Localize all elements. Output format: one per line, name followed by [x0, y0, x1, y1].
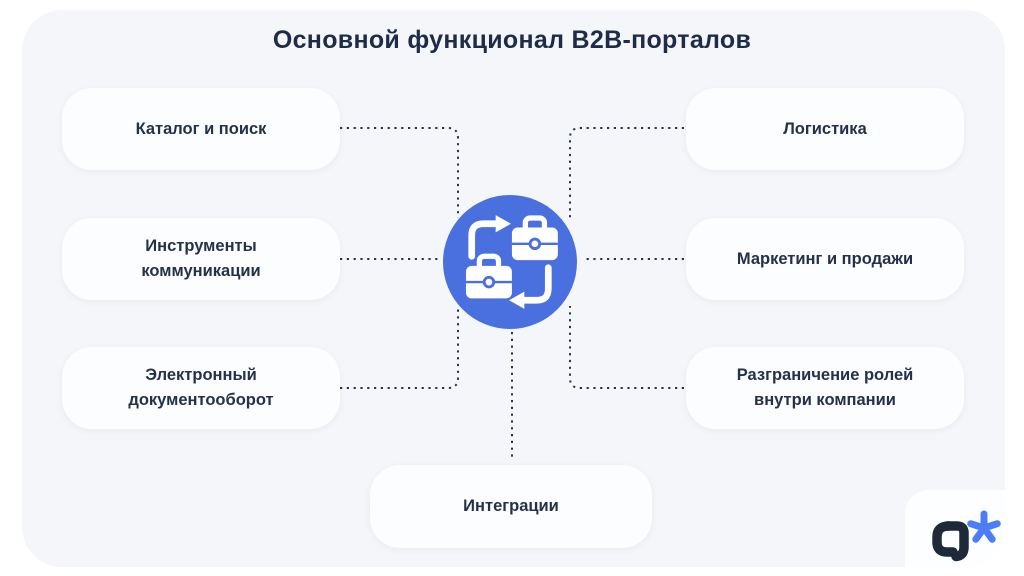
- card-e-document-flow: Электронный документооборот: [62, 347, 340, 429]
- card-label: Каталог и поиск: [135, 119, 267, 138]
- brand-a-glyph: [932, 521, 969, 562]
- card-label: Электронный документооборот: [128, 366, 274, 409]
- briefcase-exchange-icon: [465, 215, 558, 309]
- card-logistics: Логистика: [686, 88, 964, 170]
- card-label: Маркетинг и продажи: [736, 249, 914, 268]
- card-label: Разграничение ролей внутри компании: [736, 366, 914, 409]
- card-catalog-and-search: Каталог и поиск: [62, 88, 340, 170]
- card-label: Инструменты коммуникации: [141, 237, 261, 280]
- center-hub: [443, 195, 577, 329]
- card-label: Логистика: [783, 119, 867, 138]
- card-role-separation: Разграничение ролей внутри компании: [686, 347, 964, 429]
- brand-logo: [932, 510, 1001, 562]
- card-integrations: Интеграции: [370, 465, 652, 548]
- card-communication-tools: Инструменты коммуникации: [62, 218, 340, 300]
- card-label: Интеграции: [463, 497, 559, 516]
- brand-asterisk-icon: [967, 510, 1001, 543]
- page-title: Основной функционал B2B-порталов: [272, 26, 752, 54]
- card-marketing-and-sales: Маркетинг и продажи: [686, 218, 964, 300]
